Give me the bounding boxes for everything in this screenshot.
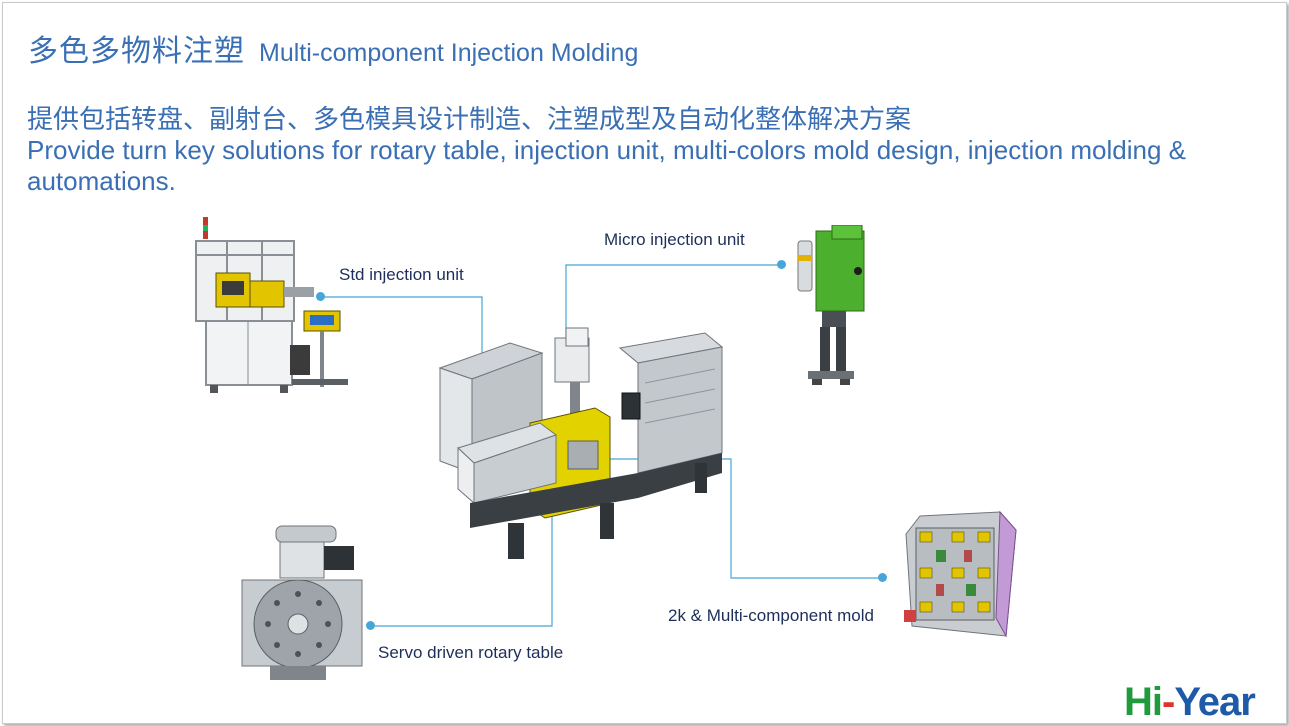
subtitle-cn: 提供包括转盘、副射台、多色模具设计制造、注塑成型及自动化整体解决方案 — [27, 104, 912, 134]
injection-molding-machine-image — [438, 327, 724, 559]
callout-micro-injection-unit: Micro injection unit — [604, 230, 745, 249]
leader-std — [321, 296, 483, 362]
subtitle-en: Provide turn key solutions for rotary ta… — [27, 135, 1186, 196]
callout-dot-mold — [878, 573, 887, 582]
logo-year: Year — [1174, 680, 1256, 724]
callout-std-injection-unit: Std injection unit — [339, 265, 464, 284]
std-injection-unit-image — [195, 217, 348, 393]
slide-subtitle: 提供包括转盘、副射台、多色模具设计制造、注塑成型及自动化整体解决方案 Provi… — [27, 104, 1227, 197]
callout-multi-component-mold: 2k & Multi-component mold — [668, 606, 874, 625]
callout-dot-std — [316, 292, 325, 301]
multi-component-mold-image — [904, 510, 1017, 638]
title-cn: 多色多物料注塑 — [28, 35, 245, 68]
leader-micro — [565, 264, 781, 348]
logo-hi: Hi — [1124, 680, 1163, 724]
micro-injection-unit-image — [797, 225, 865, 385]
callout-dot-rotary — [366, 621, 375, 630]
rotary-table-image — [241, 525, 363, 680]
callout-servo-rotary-table: Servo driven rotary table — [378, 643, 564, 662]
logo-dash: - — [1162, 680, 1175, 724]
title-en: Multi-component Injection Molding — [259, 39, 639, 67]
slide-title: 多色多物料注塑 Multi-component Injection Molding — [28, 26, 638, 70]
callout-dot-micro — [777, 260, 786, 269]
hi-year-logo: Hi-Year — [1124, 680, 1256, 725]
